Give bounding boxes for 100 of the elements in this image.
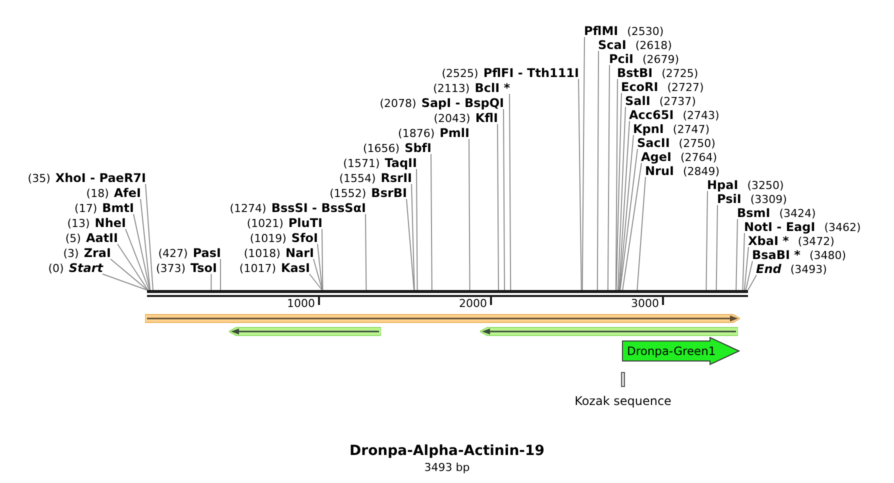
enzyme-name: NotI - EagI <box>744 220 816 234</box>
enzyme-name: XbaI * <box>748 234 789 248</box>
enzyme-name: ZraI <box>84 246 111 260</box>
leader-line <box>618 120 630 290</box>
dna-backbone <box>147 290 748 297</box>
site-position: (427) <box>158 247 188 260</box>
leader-line <box>317 244 323 290</box>
leader-line <box>309 274 322 290</box>
enzyme-name: BsaBI * <box>752 248 800 262</box>
leader-line <box>365 214 367 290</box>
enzyme-name: HpaI <box>707 178 738 192</box>
enzyme-name: NarI <box>285 246 314 260</box>
enzyme-name: BsmI <box>737 206 770 220</box>
enzyme-name: Acc65I <box>629 108 674 122</box>
enzyme-name: PflMI <box>584 24 618 38</box>
site-position: (373) <box>156 262 186 275</box>
leader-line <box>220 258 221 290</box>
site-position: (1656) <box>363 142 400 155</box>
site-position: (3) <box>63 247 79 260</box>
site-position: (2530) <box>627 25 664 38</box>
leader-line <box>117 244 148 290</box>
leader-line <box>736 218 738 290</box>
leader-line <box>503 108 505 290</box>
enzyme-name: SacII <box>637 136 670 150</box>
scale-label: 2000 <box>459 297 487 310</box>
site-position: (2849) <box>682 165 720 178</box>
site-position: (2743) <box>682 109 720 122</box>
site-position: (2078) <box>380 97 416 110</box>
enzyme-name: XhoI - PaeR7I <box>55 171 146 185</box>
enzyme-name: AatII <box>86 231 118 245</box>
feature-box <box>622 337 740 365</box>
site-position: (1552) <box>330 187 366 200</box>
leader-line <box>742 232 745 290</box>
enzyme-name: PasI <box>192 246 221 260</box>
site-position: (0) <box>48 262 64 275</box>
leader-line <box>411 184 415 290</box>
site-position: (2618) <box>635 39 672 52</box>
feature-band <box>229 327 381 336</box>
leader-line <box>596 50 599 290</box>
enzyme-name: NheI <box>94 216 126 230</box>
site-position: (2764) <box>680 151 718 164</box>
site-position: (1876) <box>398 127 435 140</box>
leader-line <box>615 78 618 290</box>
feature-marker <box>621 372 625 387</box>
leader-line <box>617 106 626 290</box>
leader-line <box>406 198 414 290</box>
enzyme-name: BstBI <box>617 66 653 80</box>
leader-line <box>133 214 150 290</box>
enzyme-name: AfeI <box>114 186 141 200</box>
site-position: (1571) <box>343 157 380 170</box>
site-position: (35) <box>28 172 50 185</box>
enzyme-name: BsrBI <box>371 186 407 200</box>
leader-line <box>102 274 148 290</box>
enzyme-name: KflI <box>475 111 498 125</box>
leader-line <box>125 228 150 290</box>
leader-line <box>210 274 212 290</box>
enzyme-name: TaqII <box>384 156 417 170</box>
enzyme-name: PmlI <box>440 126 470 140</box>
site-position: (2737) <box>659 95 696 108</box>
enzyme-name: SalI <box>625 94 650 108</box>
leader-line <box>706 190 708 290</box>
enzyme-name: NruI <box>645 164 674 178</box>
site-position: (2113) <box>433 82 470 95</box>
enzyme-name: TsoI <box>190 261 217 275</box>
enzyme-name: SfoI <box>291 231 318 245</box>
site-position: (1021) <box>246 217 284 230</box>
enzyme-name: BmtI <box>102 201 134 215</box>
site-position: (3250) <box>747 179 784 192</box>
map-end-label: End <box>756 262 782 276</box>
site-position: (3462) <box>824 221 861 234</box>
sequence-length: 3493 bp <box>424 461 470 474</box>
scale-label: 3000 <box>631 297 659 310</box>
site-position: (3424) <box>779 207 816 220</box>
leader-line <box>582 36 585 290</box>
enzyme-name: SapI - BspQI <box>421 96 504 110</box>
site-position: (2727) <box>667 81 704 94</box>
leader-line <box>468 138 470 290</box>
site-position: (13) <box>67 217 90 230</box>
site-position: (18) <box>86 187 109 200</box>
site-position: (2679) <box>642 53 680 66</box>
feature-band <box>145 314 740 323</box>
enzyme-name: PciI <box>609 52 634 66</box>
site-position: (3493) <box>790 263 827 276</box>
enzyme-name: SbfI <box>404 141 432 155</box>
leader-line <box>748 274 757 290</box>
site-position: (3480) <box>809 249 846 262</box>
enzyme-name: PsiI <box>717 192 742 206</box>
site-position: (3472) <box>798 235 834 248</box>
leader-line <box>620 148 638 290</box>
site-position: (2043) <box>434 112 470 125</box>
leader-line <box>745 260 753 290</box>
enzyme-name: BssSI - BssSαI <box>271 201 366 215</box>
site-position: (5) <box>65 232 81 245</box>
site-position: (2747) <box>672 123 710 136</box>
leader-line <box>322 228 324 290</box>
site-position: (2750) <box>678 137 716 150</box>
enzyme-name: ScaI <box>598 38 626 52</box>
leader-line <box>744 246 749 290</box>
leader-line <box>313 258 323 290</box>
site-position: (1274) <box>230 202 266 215</box>
